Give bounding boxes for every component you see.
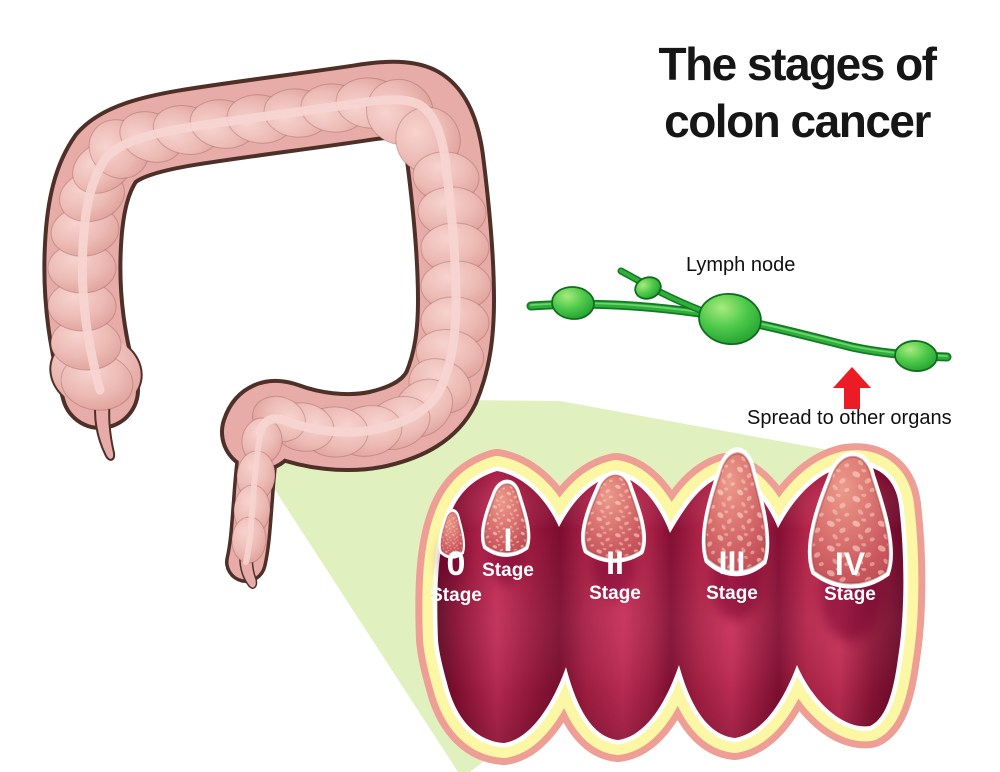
colon-wall-cross-section xyxy=(437,453,903,743)
lymph-node-small-left xyxy=(551,286,595,320)
lymph-nodes xyxy=(551,276,938,372)
appendix xyxy=(94,394,116,461)
stage-label-2: II Stage xyxy=(589,547,641,603)
lymph-node-large xyxy=(698,293,762,345)
stage-4-numeral: IV xyxy=(834,546,866,582)
stage-1-numeral: I xyxy=(503,522,513,558)
stage-2-word: Stage xyxy=(589,583,641,604)
stage-label-0: 0 Stage xyxy=(430,547,482,605)
stage-3-word: Stage xyxy=(706,583,758,604)
title-line-2: colon cancer xyxy=(664,95,931,147)
title-line-1: The stages of xyxy=(658,38,937,90)
stage-3-numeral: III xyxy=(718,545,746,581)
colon-illustration xyxy=(42,59,496,589)
lymph-node-right xyxy=(894,340,938,372)
taenia-band xyxy=(77,95,461,565)
lymph-node-illustration xyxy=(526,267,952,372)
stage-label-4: IV Stage xyxy=(824,548,876,604)
stage-0-word: Stage xyxy=(430,585,482,606)
spread-arrow-icon xyxy=(833,367,871,409)
stage-4-word: Stage xyxy=(824,584,876,605)
stage-label-1: I Stage xyxy=(482,524,534,580)
lymph-node-branch xyxy=(634,276,662,300)
spread-to-other-organs-label: Spread to other organs xyxy=(747,407,952,429)
stage-2-numeral: II xyxy=(606,545,624,581)
stage-1-word: Stage xyxy=(482,560,534,581)
page-title: The stages of colon cancer xyxy=(607,36,987,150)
stage-label-3: III Stage xyxy=(706,547,758,603)
lymph-node-label: Lymph node xyxy=(686,254,796,276)
stage-0-numeral: 0 xyxy=(446,545,466,583)
